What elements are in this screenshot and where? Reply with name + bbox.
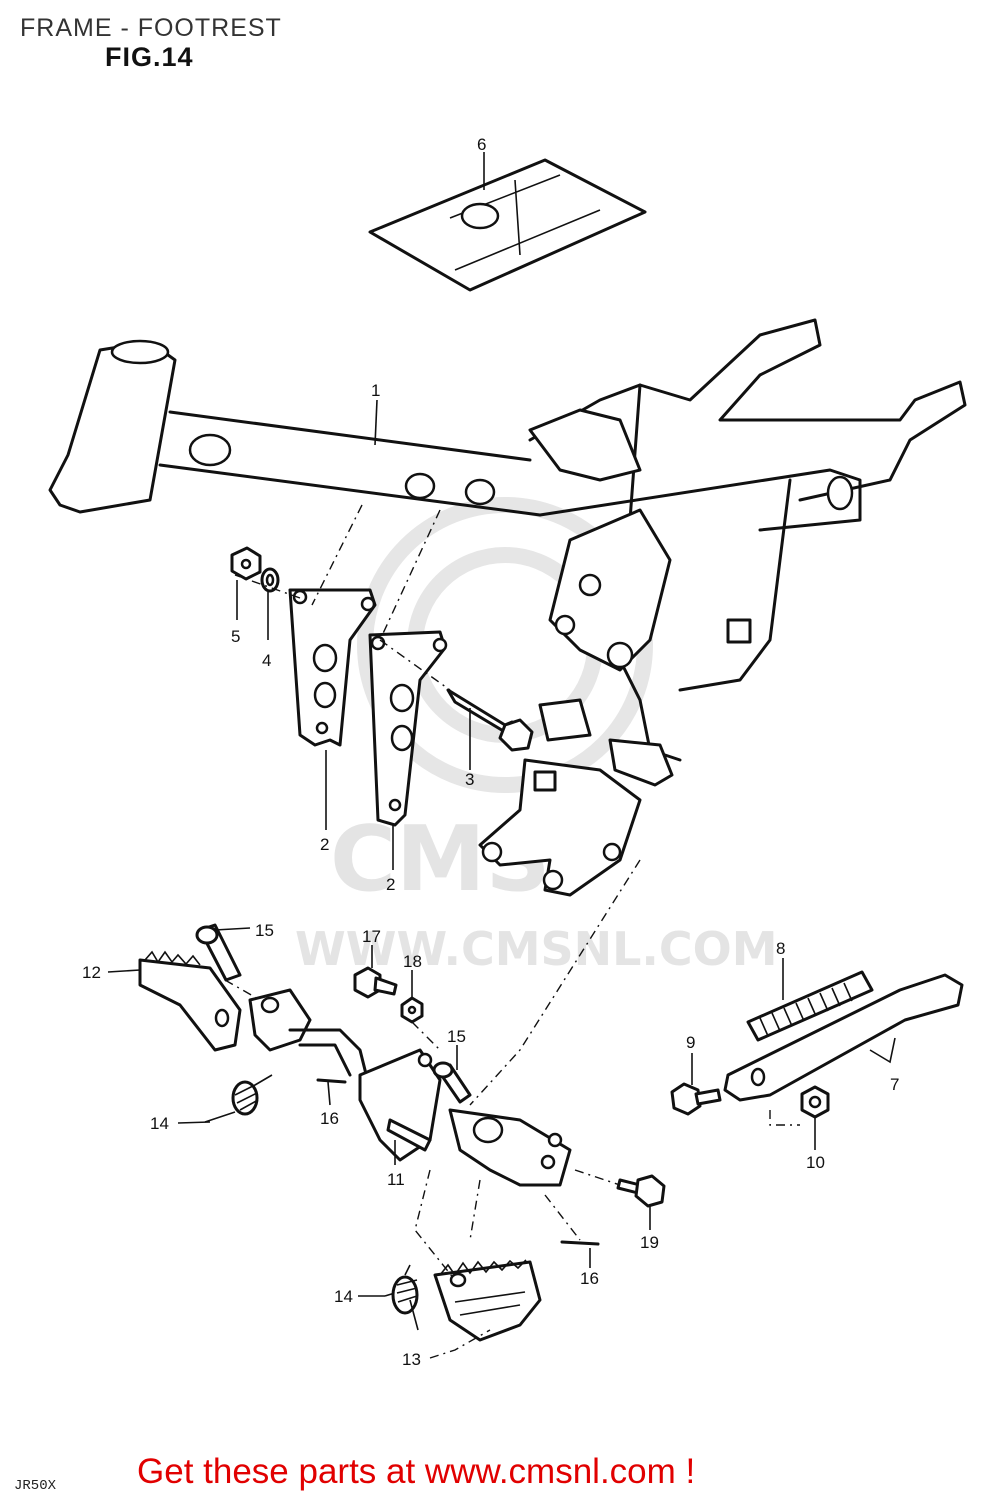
- part-4-washer: [260, 567, 280, 593]
- part-10-nut: [800, 1085, 830, 1119]
- callout-11: 11: [387, 1170, 405, 1189]
- part-2-plate-left: [288, 588, 377, 747]
- callout-18: 18: [403, 952, 422, 971]
- callout-4: 4: [262, 651, 271, 670]
- part-12-footpeg-left: [138, 950, 242, 1052]
- callout-8: 8: [776, 939, 785, 958]
- drawing-code: JR50X: [14, 1478, 57, 1494]
- callout-1: 1: [371, 381, 380, 400]
- part-18-nut: [400, 996, 424, 1024]
- callout-12: 12: [82, 963, 101, 982]
- callout-3: 3: [465, 770, 474, 789]
- callout-7: 7: [890, 1075, 899, 1094]
- part-8-spring: [746, 970, 874, 1042]
- part-1-frame: [48, 318, 967, 897]
- figure-label: FIG.14: [105, 42, 194, 72]
- callout-14-left: 14: [150, 1114, 169, 1133]
- watermark-url: WWW.CMSNL.COM: [295, 922, 778, 976]
- page-title: FRAME - FOOTREST: [20, 14, 282, 42]
- watermark-logo: CMS WWW.CMSNL.COM: [295, 497, 778, 976]
- callouts: 6 1 5 4 3 2 2 15 17 18 12 8 9 7 15 14 16…: [82, 135, 899, 1369]
- part-19-bolt: [616, 1174, 666, 1208]
- callout-15-lower: 15: [447, 1027, 466, 1046]
- leader-lines: [107, 152, 896, 1359]
- part-15-pin-lower: [432, 1061, 472, 1104]
- part-15-pin-upper: [195, 923, 242, 982]
- callout-6: 6: [477, 135, 486, 154]
- callout-15-upper: 15: [255, 921, 274, 940]
- callout-2-left: 2: [320, 835, 329, 854]
- callout-19: 19: [640, 1233, 659, 1252]
- footer-banner-link[interactable]: Get these parts at www.cmsnl.com !: [137, 1452, 696, 1491]
- part-16-cotter-pin-right: [560, 1240, 600, 1246]
- part-13-footpeg-right: [433, 1259, 542, 1342]
- callout-9: 9: [686, 1033, 695, 1052]
- part-14-spring-left: [204, 1074, 273, 1123]
- callout-10: 10: [806, 1153, 825, 1172]
- callout-16-left: 16: [320, 1109, 339, 1128]
- part-14-spring-right: [384, 1264, 419, 1331]
- callout-13: 13: [402, 1350, 421, 1369]
- callout-14-right: 14: [334, 1287, 353, 1306]
- part-3-bolt: [446, 688, 534, 752]
- part-16-cotter-pin-left: [316, 1078, 347, 1084]
- part-7-side-stand: [723, 973, 964, 1102]
- callout-5: 5: [231, 627, 240, 646]
- part-2-plate-right: [368, 630, 448, 827]
- callout-17: 17: [362, 927, 381, 946]
- part-11-bracket: [248, 988, 572, 1187]
- callout-2-right: 2: [386, 875, 395, 894]
- part-9-bolt: [670, 1082, 722, 1116]
- part-6-bag: [368, 158, 647, 292]
- part-5-nut: [230, 546, 262, 581]
- part-17-bolt: [353, 966, 398, 999]
- callout-16-right: 16: [580, 1269, 599, 1288]
